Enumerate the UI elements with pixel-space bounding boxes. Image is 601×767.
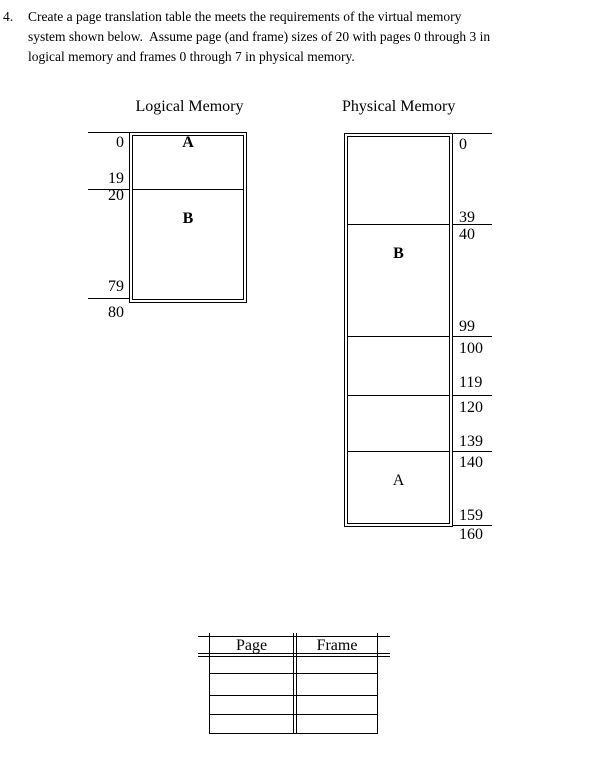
logical-page-divider bbox=[133, 189, 243, 190]
question: 4. Create a page translation table the m… bbox=[3, 7, 490, 67]
question-number: 4. bbox=[3, 9, 14, 24]
physical-address-120: 120 bbox=[459, 399, 483, 416]
question-text: Create a page translation table the meet… bbox=[28, 7, 490, 67]
table-left-border bbox=[209, 633, 210, 733]
physical-address-159: 159 bbox=[459, 507, 483, 524]
physical-tick-99-100 bbox=[452, 336, 492, 337]
physical-memory-box: B A bbox=[344, 133, 453, 527]
table-header-rule-outer bbox=[198, 653, 390, 654]
logical-address-19: 19 bbox=[108, 170, 124, 187]
logical-address-80: 80 bbox=[108, 304, 124, 321]
physical-frame-divider-1 bbox=[348, 224, 449, 225]
table-bottom-rule bbox=[209, 733, 378, 734]
table-header-page: Page bbox=[235, 637, 268, 654]
logical-memory-box-inner-border bbox=[132, 135, 244, 300]
table-column-divider-inner bbox=[296, 633, 297, 733]
frame-cell-row-2[interactable] bbox=[298, 674, 376, 694]
table-column-divider-outer bbox=[293, 633, 294, 733]
physical-memory-box-inner-border bbox=[347, 136, 450, 524]
physical-frame-divider-3 bbox=[348, 395, 449, 396]
physical-tick-bottom bbox=[452, 525, 492, 526]
logical-segment-b-label: B bbox=[182, 210, 194, 227]
logical-tick-middle bbox=[88, 189, 129, 190]
physical-address-99: 99 bbox=[459, 318, 475, 335]
physical-tick-top bbox=[452, 133, 492, 134]
physical-address-39: 39 bbox=[459, 209, 475, 226]
physical-tick-139-140 bbox=[452, 451, 492, 452]
logical-memory-box: A B bbox=[129, 132, 247, 303]
physical-tick-39-40 bbox=[452, 224, 492, 225]
physical-address-100: 100 bbox=[459, 340, 483, 357]
page-cell-row-1[interactable] bbox=[210, 657, 292, 672]
physical-segment-a-label: A bbox=[392, 472, 405, 489]
frame-cell-row-3[interactable] bbox=[298, 696, 376, 713]
table-header-frame: Frame bbox=[316, 637, 358, 654]
page-cell-row-3[interactable] bbox=[210, 696, 292, 713]
physical-address-139: 139 bbox=[459, 433, 483, 450]
physical-address-119: 119 bbox=[459, 374, 483, 391]
physical-address-140: 140 bbox=[459, 454, 483, 471]
question-line-1: Create a page translation table the meet… bbox=[28, 9, 462, 24]
frame-cell-row-1[interactable] bbox=[298, 657, 376, 672]
physical-frame-divider-2 bbox=[348, 336, 449, 337]
table-right-border bbox=[377, 633, 378, 733]
page-cell-row-4[interactable] bbox=[210, 715, 292, 732]
physical-address-160: 160 bbox=[459, 526, 483, 543]
logical-address-20: 20 bbox=[108, 187, 124, 204]
logical-tick-bottom bbox=[88, 298, 129, 299]
logical-memory-title: Logical Memory bbox=[135, 98, 244, 115]
frame-cell-row-4[interactable] bbox=[298, 715, 376, 732]
physical-segment-b-label: B bbox=[393, 245, 404, 262]
table-header-rule-inner bbox=[198, 656, 390, 657]
table-top-rule bbox=[198, 636, 390, 637]
physical-address-0: 0 bbox=[459, 136, 467, 153]
logical-tick-top bbox=[88, 132, 129, 133]
page-cell-row-2[interactable] bbox=[210, 674, 292, 694]
question-line-3: logical memory and frames 0 through 7 in… bbox=[28, 49, 355, 64]
physical-address-40: 40 bbox=[459, 226, 475, 243]
logical-segment-a-label: A bbox=[182, 134, 194, 151]
logical-address-79: 79 bbox=[108, 278, 124, 295]
question-line-2: system shown below. Assume page (and fra… bbox=[28, 29, 491, 44]
physical-memory-title: Physical Memory bbox=[342, 98, 456, 115]
logical-address-0: 0 bbox=[116, 134, 124, 151]
physical-tick-119-120 bbox=[452, 395, 492, 396]
physical-frame-divider-4 bbox=[348, 451, 449, 452]
